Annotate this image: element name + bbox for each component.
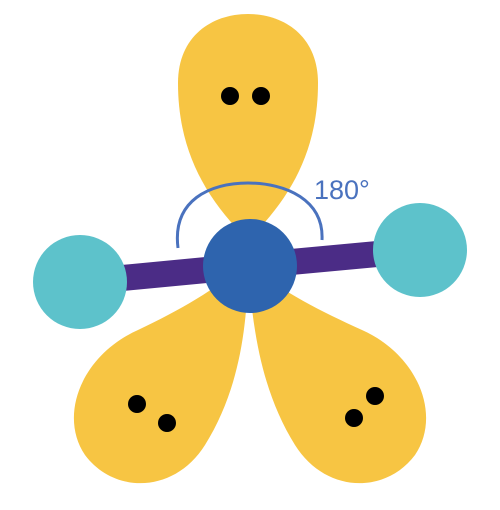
electron-bottom-left-2 <box>158 414 176 432</box>
lone-pair-lobe-bottom-left <box>73 262 248 484</box>
lone-pair-lobe-bottom-right <box>248 262 427 484</box>
electron-bottom-left-1 <box>128 395 146 413</box>
lone-pair-lobes <box>73 14 427 484</box>
electrons <box>128 87 384 432</box>
electron-bottom-right-1 <box>366 387 384 405</box>
bonded-atom-right <box>373 203 467 297</box>
bond-angle-label: 180° <box>314 175 370 205</box>
lone-pair-lobe-top <box>178 14 318 240</box>
electron-top-2 <box>252 87 270 105</box>
electron-top-1 <box>221 87 239 105</box>
electron-bottom-right-2 <box>345 409 363 427</box>
central-atom <box>203 219 297 313</box>
bond-angle-arc <box>175 181 324 249</box>
bonded-atom-left <box>33 235 127 329</box>
